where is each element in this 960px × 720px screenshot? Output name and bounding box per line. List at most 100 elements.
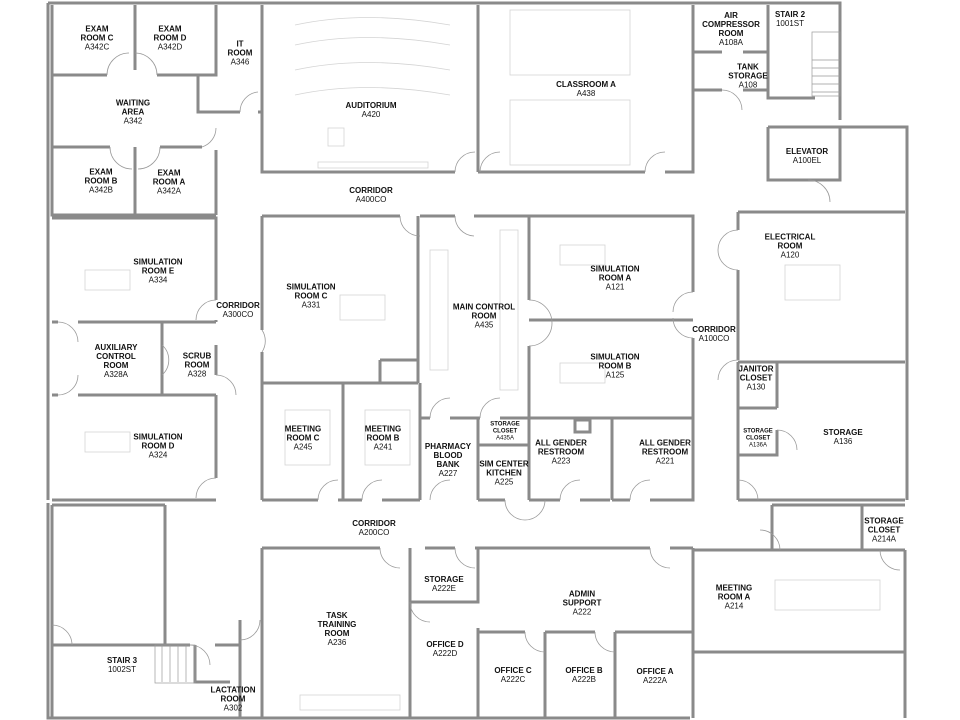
- room-label-corridor-a300co[interactable]: CORRIDOR A300CO: [216, 301, 260, 319]
- room-code: A227: [438, 469, 458, 478]
- room-name: CORRIDOR: [352, 519, 396, 528]
- room-label-stair-2[interactable]: STAIR 2 1001ST: [775, 10, 805, 28]
- room-label-simulation-room-a[interactable]: SIMULATION ROOM A A121: [590, 265, 639, 292]
- room-code: A435A: [495, 435, 514, 442]
- room-label-auditorium[interactable]: AUDITORIUM A420: [346, 101, 397, 119]
- room-label-corridor-a400co[interactable]: CORRIDOR A400CO: [349, 186, 393, 204]
- room-label-storage-closet-a136a[interactable]: STORAGE CLOSET A136A: [743, 429, 773, 450]
- room-label-simulation-room-d[interactable]: SIMULATION ROOM D A324: [133, 433, 182, 460]
- room-label-simulation-room-e[interactable]: SIMULATION ROOM E A334: [133, 258, 182, 285]
- room-label-exam-room-c[interactable]: EXAM ROOM C A342C: [81, 25, 114, 52]
- room-name: SIMULATION: [133, 432, 183, 442]
- room-name: AUXILIARY: [94, 343, 138, 352]
- room-name: SUPPORT: [562, 598, 602, 608]
- room-name: SIMULATION: [590, 352, 640, 362]
- room-name: ROOM: [718, 29, 744, 38]
- room-name: CLOSET: [867, 525, 901, 535]
- room-code: A221: [655, 456, 675, 466]
- room-label-waiting-area[interactable]: WAITING AREA A342: [116, 99, 150, 126]
- room-label-all-gender-restroom-a223[interactable]: ALL GENDER RESTROOM A223: [535, 439, 587, 466]
- room-label-corridor-a100co[interactable]: CORRIDOR A100CO: [692, 325, 736, 343]
- room-name: SIM CENTER: [479, 459, 529, 469]
- room-name: OFFICE C: [494, 666, 532, 675]
- room-label-storage-closet-a214a[interactable]: STORAGE CLOSET A214A: [864, 517, 903, 544]
- room-code: A342A: [156, 186, 182, 196]
- room-name: AREA: [121, 107, 145, 117]
- room-label-electrical-room[interactable]: ELECTRICAL ROOM A120: [765, 233, 816, 260]
- room-name: TANK: [737, 62, 759, 72]
- room-name: CONTROL: [96, 352, 136, 361]
- room-code: A130: [746, 382, 766, 392]
- room-label-air-compressor-room[interactable]: AIR COMPRESSOR ROOM A108A: [702, 11, 760, 47]
- room-name: ROOM: [184, 360, 210, 370]
- room-name: RESTROOM: [641, 447, 689, 457]
- room-label-simulation-room-c[interactable]: SIMULATION ROOM C A331: [286, 283, 335, 310]
- room-name: ROOM B: [598, 361, 632, 371]
- room-label-storage-a222e[interactable]: STORAGE A222E: [424, 575, 463, 593]
- room-name: PHARMACY: [424, 442, 472, 451]
- room-label-elevator[interactable]: ELEVATOR A100EL: [786, 147, 828, 165]
- room-name: ROOM D: [153, 33, 187, 43]
- room-name: TRAINING: [317, 620, 357, 629]
- room-label-stair-3[interactable]: STAIR 3 1002ST: [107, 656, 137, 674]
- room-name: ELEVATOR: [785, 147, 829, 156]
- room-name: WAITING: [115, 98, 151, 108]
- room-label-storage-a136[interactable]: STORAGE A136: [823, 428, 862, 446]
- room-name: STORAGE: [823, 428, 863, 437]
- room-name: CORRIDOR: [692, 325, 736, 334]
- room-label-lactation-room[interactable]: LACTATION ROOM A302: [210, 686, 255, 713]
- room-code: A222A: [642, 676, 668, 685]
- room-label-office-a[interactable]: OFFICE A A222A: [636, 667, 673, 685]
- room-code: A400CO: [355, 195, 387, 204]
- room-label-sim-center-kitchen[interactable]: SIM CENTER KITCHEN A225: [479, 460, 528, 487]
- room-label-pharmacy-blood-bank[interactable]: PHARMACY BLOOD BANK A227: [425, 442, 471, 478]
- room-label-task-training-room[interactable]: TASK TRAINING ROOM A236: [318, 611, 357, 647]
- room-label-admin-support[interactable]: ADMIN SUPPORT A222: [563, 590, 602, 617]
- room-name: STAIR 3: [106, 656, 138, 665]
- room-label-exam-room-b[interactable]: EXAM ROOM B A342B: [85, 168, 118, 195]
- room-label-office-b[interactable]: OFFICE B A222B: [565, 666, 602, 684]
- room-name: SIMULATION: [286, 282, 336, 292]
- room-name: TASK: [326, 611, 348, 620]
- room-name: OFFICE B: [565, 666, 603, 675]
- room-label-tank-storage[interactable]: TANK STORAGE A108: [728, 63, 767, 90]
- room-label-corridor-a200co[interactable]: CORRIDOR A200CO: [352, 519, 396, 537]
- room-code: A236: [327, 638, 347, 647]
- room-name: IT: [236, 39, 244, 49]
- room-name: ROOM: [471, 311, 497, 321]
- room-label-office-c[interactable]: OFFICE C A222C: [494, 666, 531, 684]
- room-label-it-room[interactable]: IT ROOM A346: [228, 40, 253, 67]
- room-label-exam-room-a[interactable]: EXAM ROOM A A342A: [153, 169, 186, 196]
- room-label-office-d[interactable]: OFFICE D A222D: [426, 640, 463, 658]
- room-label-all-gender-restroom-a221[interactable]: ALL GENDER RESTROOM A221: [639, 439, 691, 466]
- room-code: A222B: [571, 675, 597, 684]
- room-label-scrub-room[interactable]: SCRUB ROOM A328: [183, 352, 211, 379]
- room-code: A342D: [157, 42, 183, 52]
- room-label-exam-room-d[interactable]: EXAM ROOM D A342D: [154, 25, 187, 52]
- room-code: A435: [474, 320, 494, 330]
- room-label-main-control-room[interactable]: MAIN CONTROL ROOM A435: [453, 303, 515, 330]
- room-label-meeting-room-c[interactable]: MEETING ROOM C A245: [285, 425, 321, 452]
- room-name: STORAGE: [728, 71, 768, 81]
- room-label-meeting-room-a[interactable]: MEETING ROOM A A214: [716, 584, 752, 611]
- room-name: OFFICE A: [636, 667, 674, 676]
- room-name: RESTROOM: [537, 447, 585, 457]
- room-name: STAIR 2: [774, 10, 806, 19]
- room-code: 1002ST: [107, 665, 137, 674]
- room-name: AIR: [724, 11, 738, 20]
- room-label-janitor-closet[interactable]: JANITOR CLOSET A130: [739, 365, 774, 392]
- room-name: ALL GENDER: [639, 438, 691, 448]
- room-code: A420: [361, 110, 381, 119]
- room-label-classroom-a[interactable]: CLASSROOM A A438: [556, 80, 616, 98]
- room-code: A200CO: [358, 528, 390, 537]
- room-name: CORRIDOR: [349, 186, 393, 195]
- room-label-meeting-room-b[interactable]: MEETING ROOM B A241: [365, 425, 401, 452]
- room-code: A225: [494, 477, 514, 487]
- room-name: ROOM D: [141, 441, 175, 451]
- room-label-auxiliary-control-room[interactable]: AUXILIARY CONTROL ROOM A328A: [95, 343, 138, 379]
- room-label-storage-closet-a435a[interactable]: STORAGE CLOSET A435A: [490, 422, 520, 443]
- room-name: LACTATION: [210, 685, 256, 695]
- room-name: ROOM: [220, 694, 246, 704]
- room-label-simulation-room-b[interactable]: SIMULATION ROOM B A125: [590, 353, 639, 380]
